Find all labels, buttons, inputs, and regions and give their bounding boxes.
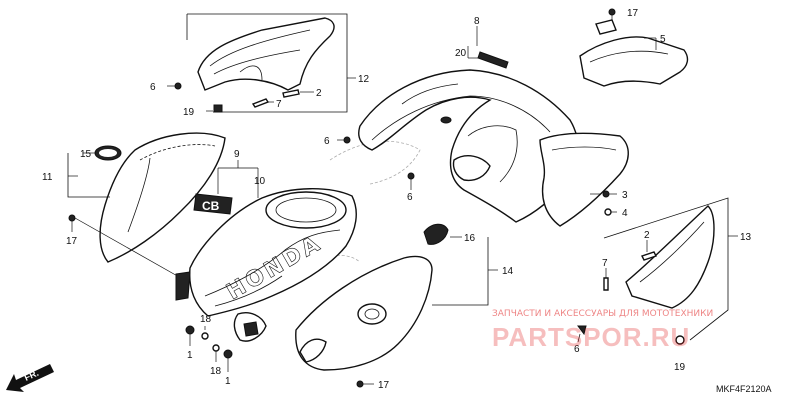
callout-18: 18 bbox=[210, 366, 222, 377]
callout-7: 7 bbox=[602, 258, 608, 269]
lower-cover-14 bbox=[295, 223, 498, 388]
watermark-line2: PARTSPOR.RU bbox=[492, 322, 690, 352]
decal-9: CB bbox=[193, 160, 259, 215]
fasteners-bottom bbox=[185, 325, 233, 372]
callout-10: 10 bbox=[254, 176, 266, 187]
callout-17: 17 bbox=[378, 380, 390, 391]
callout-12: 12 bbox=[358, 74, 370, 85]
callout-1: 1 bbox=[225, 376, 231, 387]
callout-6: 6 bbox=[150, 82, 156, 93]
callout-19: 19 bbox=[674, 362, 686, 373]
decal-text: CB bbox=[202, 199, 220, 213]
callout-16: 16 bbox=[464, 233, 476, 244]
callout-17: 17 bbox=[627, 8, 639, 19]
callout-17: 17 bbox=[66, 236, 78, 247]
tank-cover-10: HONDA bbox=[175, 188, 357, 342]
diagram-code: MKF4F2120A bbox=[716, 384, 772, 394]
callout-6: 6 bbox=[324, 136, 330, 147]
watermark: ЗАПЧАСТИ И АКСЕССУАРЫ ДЛЯ МОТОТЕХНИКИ PA… bbox=[492, 309, 713, 352]
callout-7: 7 bbox=[276, 99, 282, 110]
callout-18: 18 bbox=[200, 314, 212, 325]
callout-5: 5 bbox=[660, 34, 666, 45]
callout-4: 4 bbox=[622, 208, 628, 219]
shroud-right bbox=[539, 132, 629, 227]
side-cover-left-11 bbox=[67, 132, 226, 283]
callout-labels: 17 8 20 5 12 6 2 7 19 6 15 9 11 10 3 6 4… bbox=[42, 8, 752, 391]
callout-15: 15 bbox=[80, 149, 92, 160]
emblem-8-20 bbox=[467, 26, 509, 69]
callout-11: 11 bbox=[42, 172, 53, 183]
shroud-upper bbox=[337, 69, 579, 223]
watermark-line1: ЗАПЧАСТИ И АКСЕССУАРЫ ДЛЯ МОТОТЕХНИКИ bbox=[492, 309, 713, 319]
bracket-5 bbox=[579, 8, 689, 87]
callout-20: 20 bbox=[455, 48, 467, 59]
front-direction-arrow: FR. bbox=[6, 364, 54, 392]
callout-13: 13 bbox=[740, 232, 752, 243]
inset-box-12 bbox=[174, 13, 356, 113]
callout-3: 3 bbox=[622, 190, 628, 201]
callout-19: 19 bbox=[183, 107, 195, 118]
callout-1: 1 bbox=[187, 350, 193, 361]
callout-14: 14 bbox=[502, 266, 514, 277]
leaders-misc bbox=[167, 85, 600, 195]
callout-2: 2 bbox=[644, 230, 650, 241]
callout-6: 6 bbox=[574, 344, 580, 355]
callout-8: 8 bbox=[474, 16, 480, 27]
callout-9: 9 bbox=[234, 149, 240, 160]
callout-6: 6 bbox=[407, 192, 413, 203]
inset-box-13 bbox=[577, 197, 738, 345]
callout-2: 2 bbox=[316, 88, 322, 99]
